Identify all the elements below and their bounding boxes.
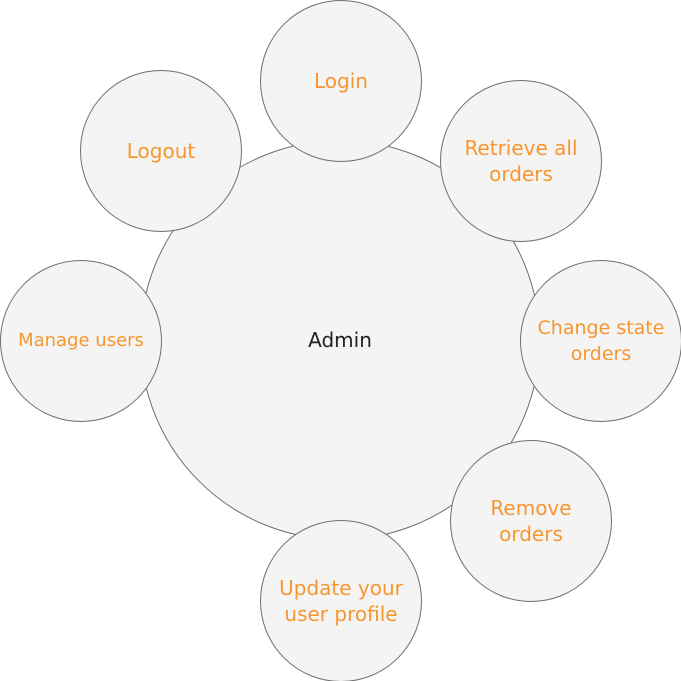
use-case-update-user-profile-label: Update your user profile	[279, 576, 403, 626]
use-case-retrieve-all-orders-label: Retrieve all orders	[464, 136, 578, 186]
admin-label: Admin	[308, 328, 372, 352]
use-case-change-state-orders-label: Change state orders	[537, 317, 665, 365]
use-case-logout-label: Logout	[126, 139, 196, 163]
use-case-logout: Logout	[80, 70, 242, 232]
use-case-retrieve-all-orders: Retrieve all orders	[440, 80, 602, 242]
use-case-update-user-profile: Update your user profile	[260, 520, 422, 681]
use-case-remove-orders: Remove orders	[450, 440, 612, 602]
use-case-change-state-orders: Change state orders	[520, 260, 681, 422]
use-case-remove-orders-label: Remove orders	[490, 496, 572, 546]
use-case-login-label: Login	[314, 69, 368, 93]
use-case-manage-users: Manage users	[0, 260, 162, 422]
use-case-login: Login	[260, 0, 422, 162]
use-case-manage-users-label: Manage users	[18, 330, 144, 351]
